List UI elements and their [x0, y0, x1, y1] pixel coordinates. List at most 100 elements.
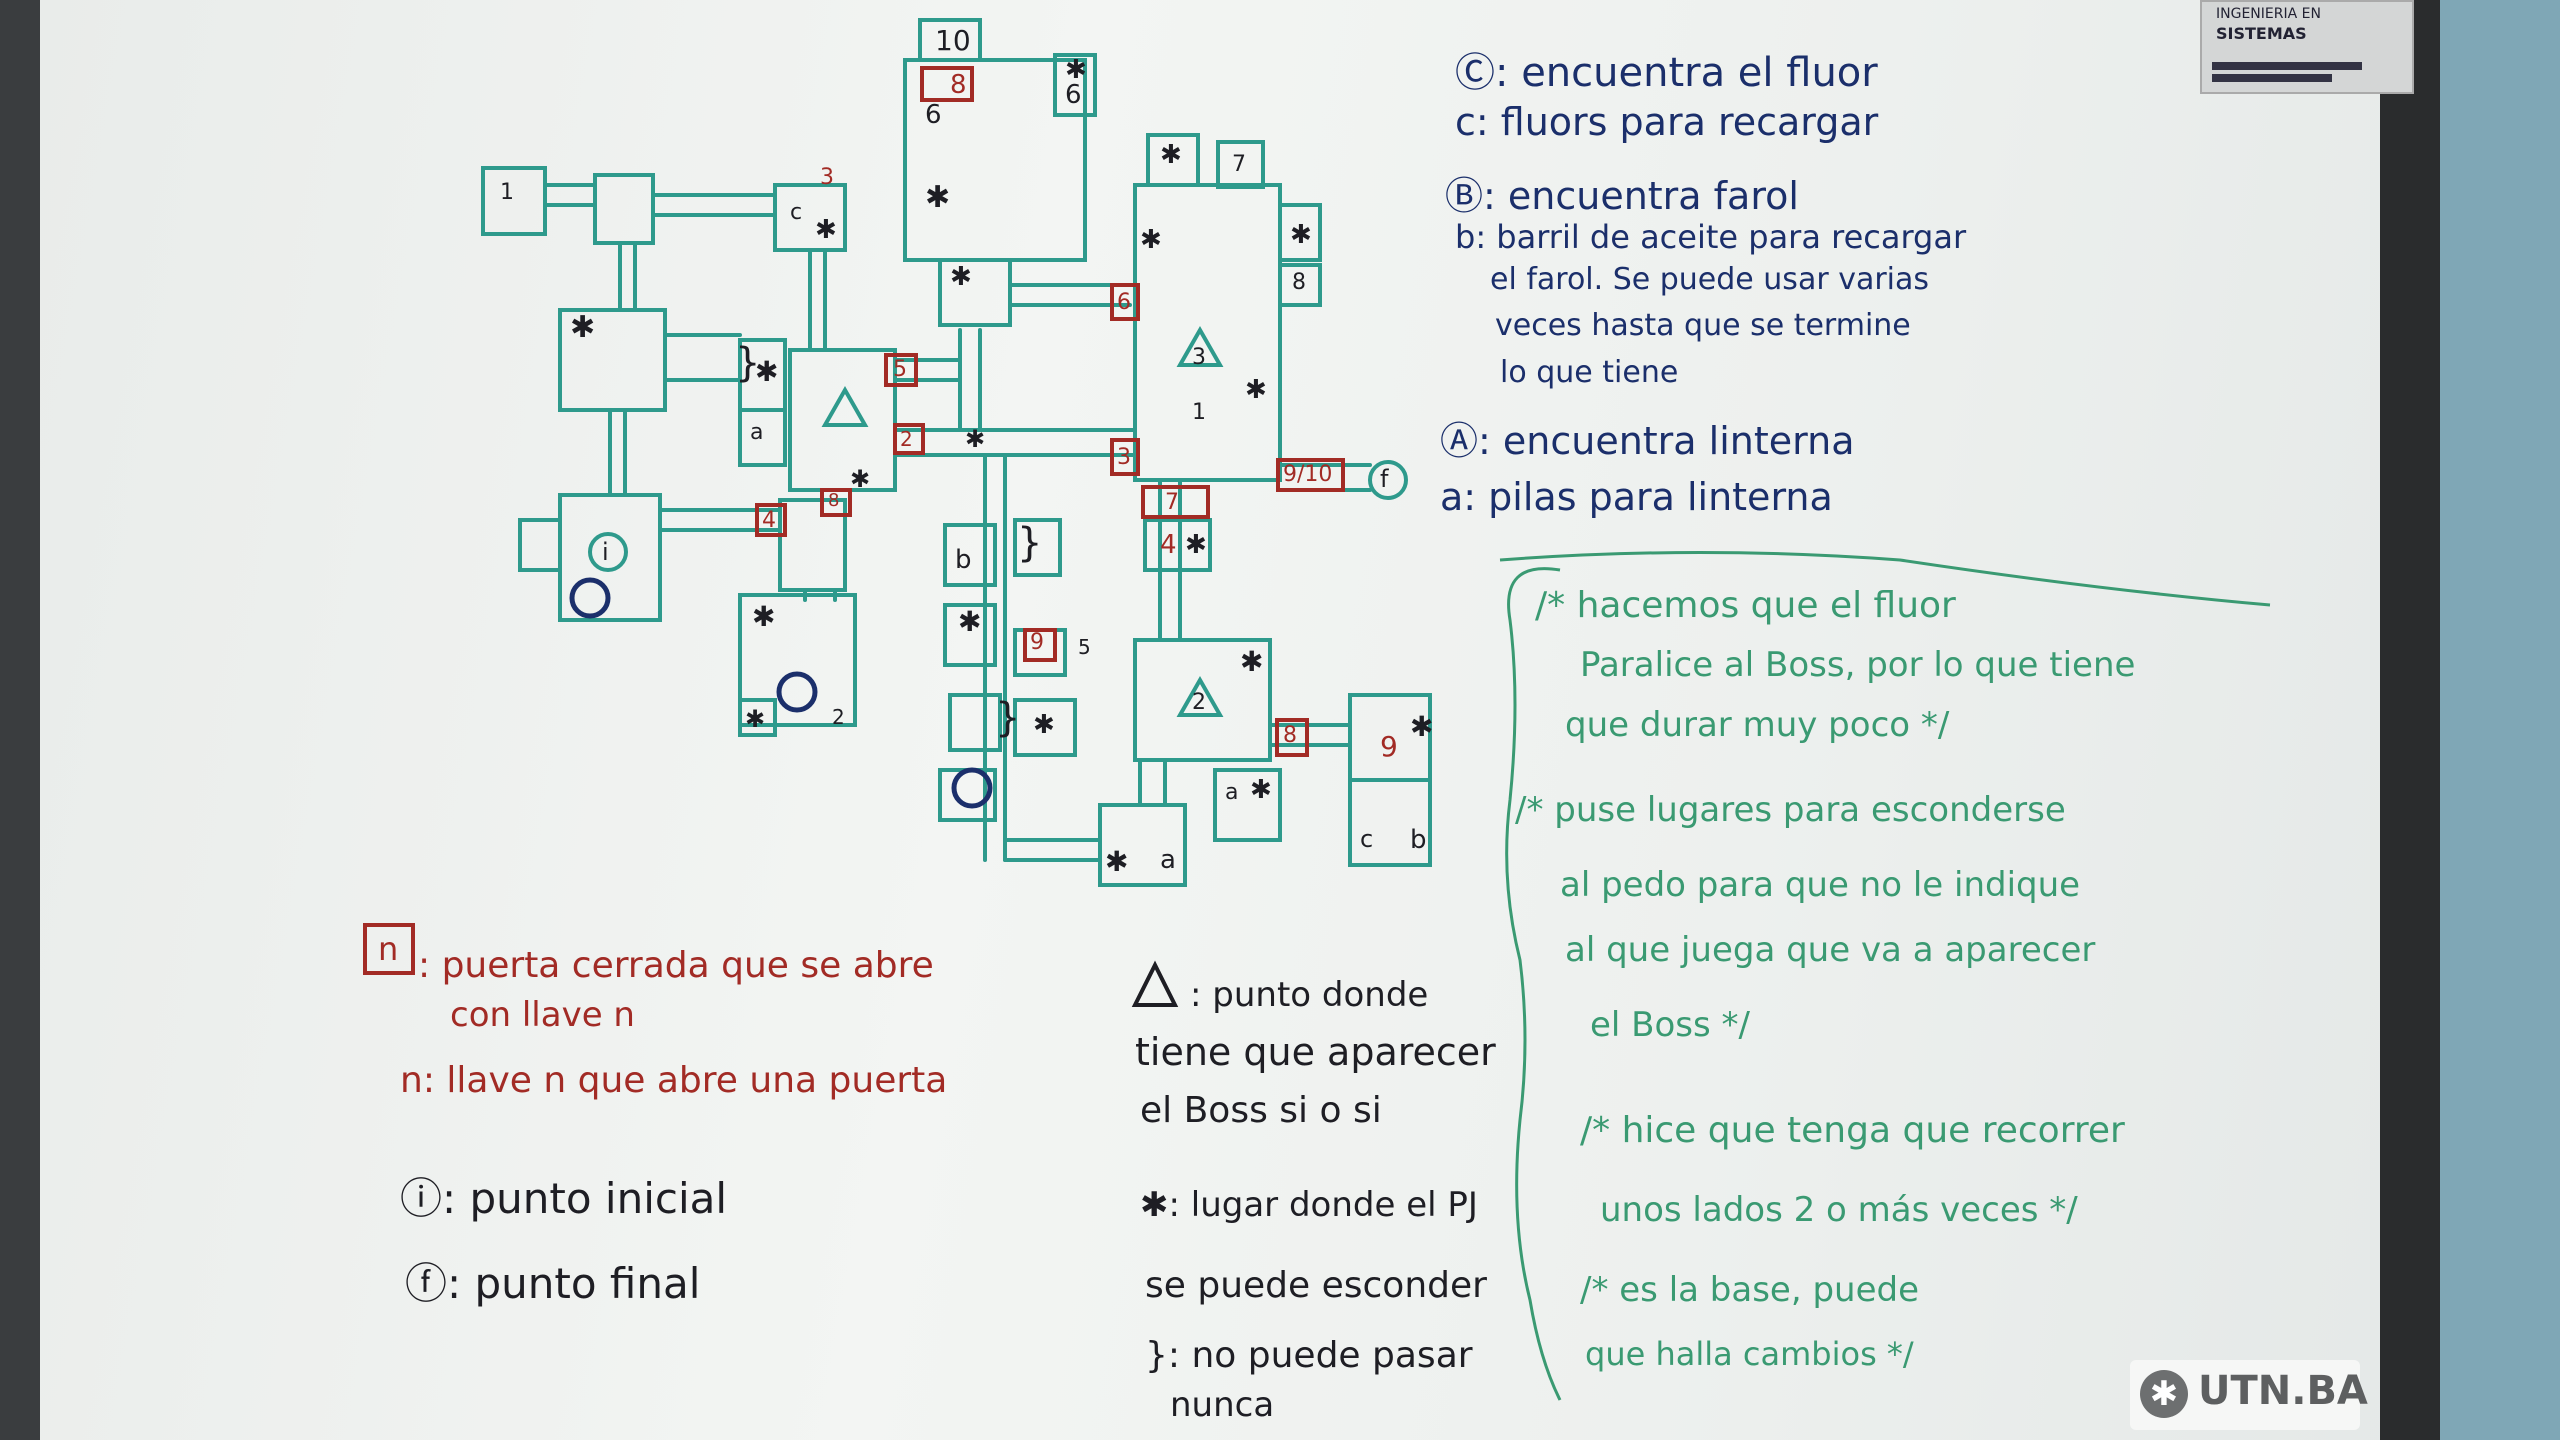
boss-spawn-marker: [821, 385, 869, 427]
whiteboard: [40, 0, 2440, 1440]
legend-boss-3: el Boss si o si: [1140, 1090, 1382, 1131]
map-star: ✱: [752, 600, 776, 633]
map-star: ✱: [1140, 225, 1162, 255]
locked-door: [1276, 458, 1345, 492]
note-3-line-1: /* hice que tenga que recorrer: [1580, 1110, 2125, 1151]
note-1-line-2: Paralice al Boss, por lo que tiene: [1580, 645, 2136, 685]
map-star: ✱: [1185, 530, 1207, 560]
note-2-line-3: al que juega que va a aparecer: [1565, 930, 2096, 970]
note-2-line-4: el Boss */: [1590, 1005, 1750, 1045]
map-star: ✱: [1290, 220, 1312, 250]
map-star: ✱: [850, 465, 871, 493]
map-label-door-7: 7: [1165, 490, 1179, 515]
map-room: [1013, 518, 1062, 577]
map-room: [778, 498, 847, 592]
legend-key: n: llave n que abre una puerta: [400, 1060, 948, 1101]
locked-door: [884, 353, 918, 387]
map-start-marker: [588, 532, 628, 572]
whiteboard-frame-left: [0, 0, 40, 1440]
legend-barrel-4: lo que tiene: [1500, 355, 1679, 390]
utn-logo-icon: ✱: [2140, 1370, 2188, 1418]
map-label-c: c: [790, 200, 803, 225]
map-room: [938, 258, 1012, 327]
map-star: ✱: [815, 215, 837, 245]
map-star: ✱: [950, 262, 972, 292]
legend-barrel-1: b: barril de aceite para recargar: [1455, 218, 1967, 256]
map-room: [1348, 778, 1432, 867]
legend-flashlight-find: Ⓐ: encuentra linterna: [1440, 419, 1855, 463]
lamp-item: [776, 671, 818, 713]
map-label-door-10: 10: [935, 24, 971, 57]
legend-end: ⓕ: punto final: [405, 1259, 701, 1308]
map-label-b: b: [955, 545, 972, 575]
locked-door: [820, 488, 852, 517]
map-label-a: a: [750, 420, 764, 445]
note-2-line-1: /* puse lugares para esconderse: [1515, 790, 2066, 830]
map-label-door-8: 8: [950, 70, 967, 100]
map-star: ✱: [965, 425, 986, 453]
map-label-door-9-10: 9/10: [1283, 462, 1333, 487]
map-label-door-8c: 8: [828, 490, 840, 511]
legend-boss-1: : punto donde: [1190, 975, 1429, 1015]
map-room: [738, 408, 787, 467]
map-label-a: a: [1225, 780, 1239, 805]
wall-background: [2440, 0, 2560, 1440]
note-4-line-1: /* es la base, puede: [1580, 1270, 1920, 1310]
map-star: ✱: [958, 605, 982, 638]
map-star: ✱: [1033, 710, 1055, 740]
sticker-stripe: [2212, 74, 2332, 82]
map-room: [1278, 263, 1322, 307]
fluor-item: [951, 767, 993, 809]
locked-door: [1110, 283, 1140, 321]
utn-logo: ✱ UTN.BA: [2130, 1360, 2368, 1430]
boss-spawn-marker: [1176, 325, 1224, 367]
map-brace: }: [995, 695, 1021, 741]
map-label-boss-3: 3: [1192, 345, 1206, 370]
map-room: [518, 518, 562, 572]
map-label-door-3: 3: [1117, 445, 1131, 470]
legend-block-1: }: no puede pasar: [1145, 1335, 1473, 1376]
map-room: [1143, 518, 1212, 572]
locked-door: [1275, 718, 1309, 757]
map-room: [738, 698, 777, 737]
legend-block-2: nunca: [1170, 1385, 1275, 1425]
legend-boss-2: tiene que aparecer: [1135, 1030, 1496, 1074]
map-label-door-9: 9: [1030, 630, 1044, 655]
map-room: [1013, 698, 1077, 757]
map-room: [481, 166, 547, 236]
locked-door: [893, 423, 925, 455]
map-label-room-5: 5: [1078, 635, 1091, 659]
map-room: [943, 523, 997, 587]
map-brace: }: [1017, 520, 1043, 566]
faculty-sticker: INGENIERIA EN SISTEMAS: [2200, 0, 2414, 94]
note-3-line-2: unos lados 2 o más veces */: [1600, 1190, 2078, 1230]
map-end-marker: [1368, 460, 1408, 500]
map-label-c: c: [1360, 825, 1374, 853]
map-label-room-4: 4: [1160, 530, 1177, 560]
legend-barrel-3: veces hasta que se termine: [1495, 308, 1911, 343]
note-1-line-3: que durar muy poco */: [1565, 705, 1950, 745]
map-label-room-7: 7: [1232, 152, 1246, 177]
map-room: [948, 693, 1002, 752]
map-star: ✱: [745, 705, 766, 733]
door-legend-box: [363, 923, 415, 975]
map-label-door-4: 4: [762, 508, 776, 533]
map-label-door-2: 2: [900, 427, 913, 451]
map-label-boss-1: 1: [1192, 400, 1206, 425]
map-star: ✱: [1240, 645, 1264, 678]
legend-hide-1: ✱: lugar donde el PJ: [1140, 1185, 1478, 1225]
map-label-room-6: 6: [925, 100, 942, 130]
map-label-end: f: [1380, 465, 1389, 493]
map-star: ✱: [1160, 140, 1182, 170]
map-room: [1098, 803, 1187, 887]
map-star: ✱: [925, 180, 951, 215]
map-label-door-5: 5: [893, 357, 907, 382]
sticker-line-2: SISTEMAS: [2216, 24, 2307, 43]
map-label-room-1: 1: [500, 180, 514, 205]
map-label-room-8: 8: [1292, 270, 1306, 295]
sticker-line-1: INGENIERIA EN: [2216, 6, 2321, 22]
map-room: [943, 603, 997, 667]
legend-lamp-find: Ⓑ: encuentra farol: [1445, 174, 1799, 218]
